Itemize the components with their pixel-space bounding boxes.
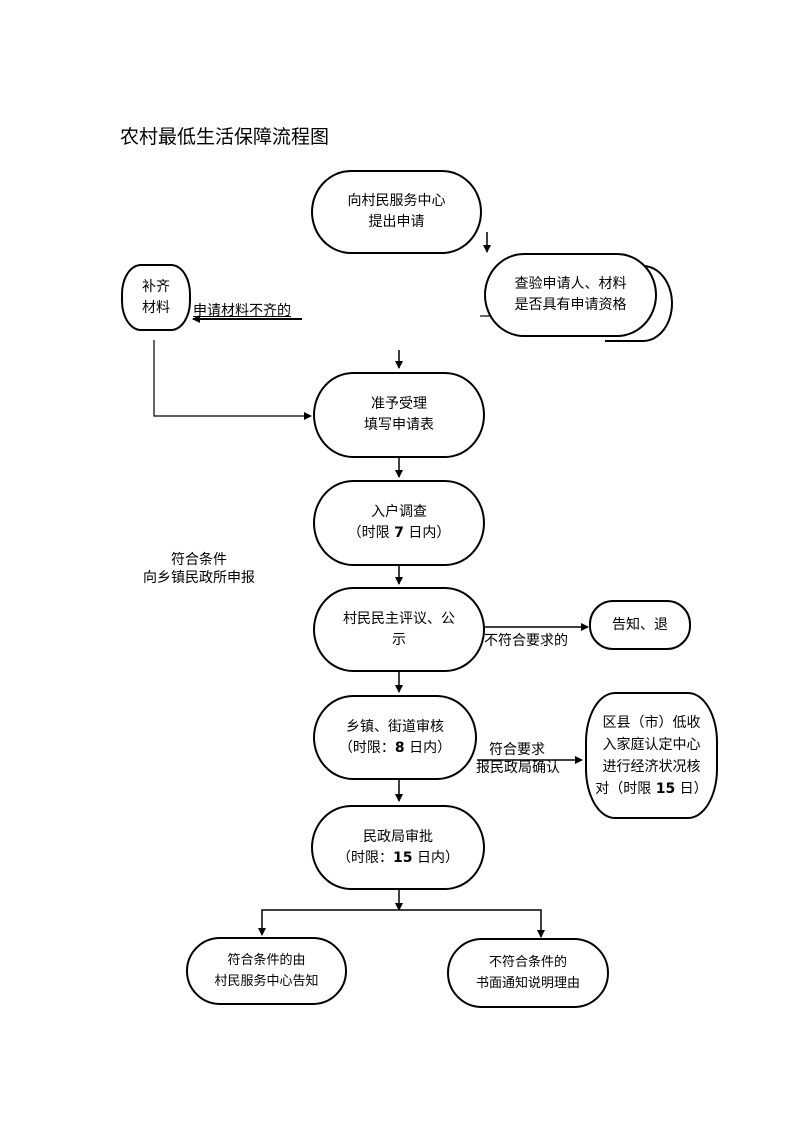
edge-label-report-line1: 符合条件 — [171, 552, 227, 568]
township-limit-post: 日内） — [404, 739, 452, 756]
node-county-line4: 对（时限 15 日） — [595, 778, 707, 800]
node-eligible-line2: 村民服务中心告知 — [214, 974, 319, 989]
node-apply-line2: 提出申请 — [368, 214, 425, 230]
edge-label-meet: 符合要求 报民政局确认 — [476, 741, 560, 777]
node-supplement-line2: 材料 — [142, 299, 170, 316]
node-ineligible-line1: 不符合条件的 — [488, 955, 567, 970]
civil-limit-num: 15 — [393, 849, 413, 866]
node-county-center: 区县（市）低收 入家庭认定中心 进行经济状况核 对（时限 15 日） — [585, 692, 718, 819]
node-apply: 向村民服务中心 提出申请 — [311, 170, 482, 254]
node-ineligible: 不符合条件的 书面通知说明理由 — [447, 938, 609, 1008]
node-accept: 准予受理 填写申请表 — [313, 372, 485, 458]
county-limit-num: 15 — [655, 780, 676, 797]
county-limit-pre: 对（时限 — [595, 780, 656, 797]
survey-limit-num: 7 — [394, 525, 404, 541]
node-township-line1: 乡镇、街道审核 — [346, 718, 444, 735]
node-township-line2: （时限：8 日内） — [339, 738, 451, 759]
edge-label-meet-line2: 报民政局确认 — [476, 760, 560, 776]
edge-label-report: 符合条件 向乡镇民政所申报 — [143, 551, 255, 587]
node-ineligible-line2: 书面通知说明理由 — [475, 976, 580, 991]
arrow-supplement-to-accept — [153, 340, 312, 420]
node-verify-line1: 查验申请人、材料 — [514, 276, 627, 292]
edge-label-incomplete: 申请材料不齐的 — [193, 303, 291, 319]
civil-limit-post: 日内） — [412, 849, 459, 866]
node-eligible-line1: 符合条件的由 — [227, 953, 306, 968]
node-eligible: 符合条件的由 村民服务中心告知 — [186, 937, 347, 1005]
node-township-review: 乡镇、街道审核 （时限：8 日内） — [313, 695, 477, 780]
node-county-line1: 区县（市）低收 — [602, 714, 701, 731]
survey-limit-pre: （时限 — [347, 525, 395, 541]
node-county-line3: 进行经济状况核 — [602, 758, 701, 775]
node-civil-line1: 民政局审批 — [363, 828, 433, 845]
node-civil-line2: （时限：15 日内） — [337, 848, 459, 869]
split-left — [258, 909, 399, 936]
node-county-line2: 入家庭认定中心 — [602, 736, 701, 753]
node-supplement: 补齐 材料 — [121, 264, 191, 331]
edge-label-not-meet: 不符合要求的 — [484, 633, 568, 649]
node-accept-line2: 填写申请表 — [364, 417, 434, 433]
township-limit-num: 8 — [394, 739, 405, 756]
survey-limit-post: 日内） — [403, 525, 451, 541]
node-accept-line1: 准予受理 — [371, 396, 427, 412]
node-survey-line1: 入户调查 — [371, 504, 427, 520]
node-village-line2: 示 — [392, 631, 406, 648]
county-limit-post: 日） — [675, 780, 708, 797]
page-title: 农村最低生活保障流程图 — [120, 126, 330, 148]
split-right — [399, 909, 545, 938]
node-notify-return: 告知、退 — [589, 600, 691, 650]
civil-limit-pre: （时限： — [337, 849, 394, 866]
node-village-review: 村民民主评议、公 示 — [313, 587, 485, 672]
node-civil-approval: 民政局审批 （时限：15 日内） — [311, 805, 485, 890]
node-apply-line1: 向村民服务中心 — [347, 193, 446, 209]
node-supplement-line1: 补齐 — [142, 278, 170, 295]
node-survey-line2: （时限 7 日内） — [348, 523, 451, 544]
edge-label-meet-line1: 符合要求 — [489, 742, 545, 758]
node-village-line1: 村民民主评议、公 — [343, 610, 455, 627]
node-verify: 查验申请人、材料 是否具有申请资格 — [484, 253, 657, 337]
edge-label-report-line2: 向乡镇民政所申报 — [143, 570, 255, 586]
node-survey: 入户调查 （时限 7 日内） — [313, 480, 485, 566]
node-verify-line2: 是否具有申请资格 — [514, 297, 627, 313]
township-limit-pre: （时限： — [338, 739, 395, 756]
node-notify-line1: 告知、退 — [612, 616, 668, 633]
